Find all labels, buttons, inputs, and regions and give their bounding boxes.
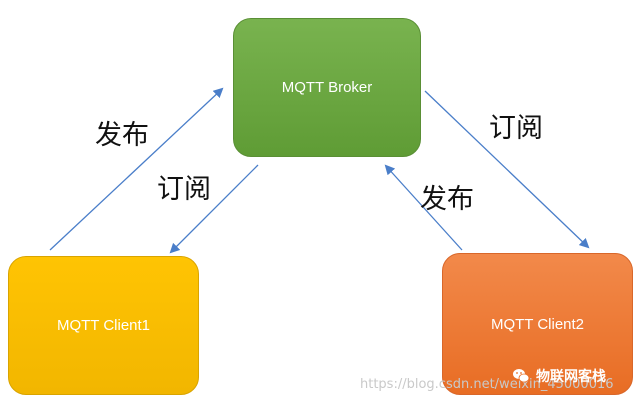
wechat-icon [512,367,530,385]
subscribe-label-client2: 订阅 [489,113,543,144]
publish-label-client1: 发布 [95,120,149,151]
client2-label: MQTT Client2 [490,315,585,333]
subscribe-label-client1: 订阅 [157,174,211,205]
watermark-brand: 物联网客栈 [512,366,606,386]
watermark-url: https://blog.csdn.net/weixin_45000016 [360,377,614,392]
arrow-client2-publish-to-broker [384,164,463,251]
broker-label: MQTT Broker [281,79,373,96]
client1-label: MQTT Client1 [56,317,151,334]
client2-node: MQTT Client2 [442,253,633,395]
arrow-client1-publish-to-broker [49,87,224,251]
client1-node: MQTT Client1 [8,256,199,395]
brand-text: 物联网客栈 [536,369,606,385]
arrow-broker-subscribe-to-client1 [169,164,259,254]
publish-label-client2: 发布 [420,184,474,215]
arrow-broker-subscribe-to-client2 [424,90,590,249]
broker-node: MQTT Broker [233,18,421,157]
